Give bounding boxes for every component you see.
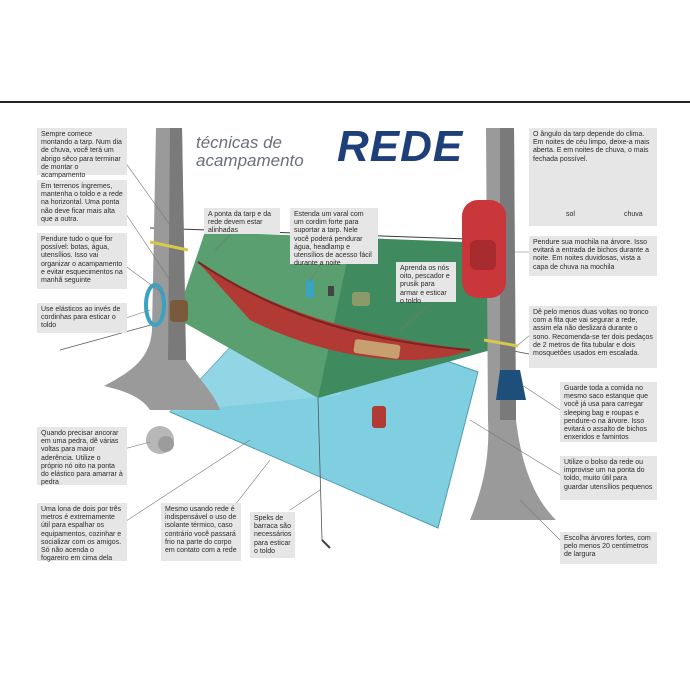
note-backpack: Pendure sua mochila na árvore. Isso evit… bbox=[529, 236, 657, 276]
leader-lines bbox=[119, 154, 561, 541]
dry-bag bbox=[496, 370, 526, 400]
headlamp-hanging bbox=[328, 286, 334, 296]
left-tree bbox=[104, 128, 220, 410]
note-tree-straps: Dê pelo menos duas voltas no tronco com … bbox=[529, 306, 657, 368]
guy-line-bottom bbox=[317, 397, 323, 541]
left-tree-shade bbox=[168, 128, 186, 360]
note-elastic-cords: Use elásticos ao invés de cordinhas para… bbox=[37, 303, 127, 333]
note-knots: Aprenda os nós oito, pescador e prusik p… bbox=[396, 262, 456, 305]
tent-stake bbox=[321, 539, 331, 549]
note-two-person-tarp-text: Uma lona de dois por três metros é extre… bbox=[41, 506, 122, 563]
note-stakes: Speks de barraca são necessários para es… bbox=[250, 512, 295, 558]
note-clothesline-text: Estenda um varal com um cordim forte par… bbox=[294, 211, 372, 268]
note-strong-trees-text: Escolha árvores fortes, com pelo menos 2… bbox=[564, 535, 651, 559]
water-bottle-hanging bbox=[306, 280, 314, 298]
note-food: Guarde toda a comida no mesmo saco estan… bbox=[560, 382, 657, 442]
title-line1: técnicas de bbox=[196, 133, 282, 152]
note-rock-anchor: Quando precisar ancorar em uma pedra, dê… bbox=[37, 427, 127, 487]
carabiner-blue bbox=[144, 283, 166, 327]
note-start-tarp-text: Sempre comece montando a tarp. Num dia d… bbox=[41, 131, 122, 180]
note-steep-terrain-text: Em terrenos íngremes, mantenha o toldo e… bbox=[41, 183, 123, 223]
top-rule bbox=[0, 101, 690, 103]
note-backpack-text: Pendure sua mochila na árvore. Isso evit… bbox=[533, 239, 649, 271]
note-elastic-cords-text: Use elásticos ao invés de cordinhas para… bbox=[41, 306, 121, 330]
anchor-rock-shade bbox=[158, 436, 174, 452]
title-line2: acampamento bbox=[196, 151, 304, 170]
note-pocket: Utilize o bolso da rede ou improvise um … bbox=[560, 456, 657, 500]
utensil-bag-hanging bbox=[352, 292, 370, 306]
boots bbox=[170, 300, 188, 322]
note-tarp-angle: O ângulo da tarp depende do clima. Em no… bbox=[529, 128, 657, 226]
note-clothesline: Estenda um varal com um cordim forte par… bbox=[290, 208, 378, 267]
note-knots-text: Aprenda os nós oito, pescador e prusik p… bbox=[400, 265, 450, 305]
title-main: REDE bbox=[337, 122, 464, 171]
note-stakes-text: Speks de barraca são necessários para es… bbox=[254, 515, 292, 555]
note-tree-straps-text: Dê pelo menos duas voltas no tronco com … bbox=[533, 309, 653, 358]
note-pocket-text: Utilize o bolso da rede ou improvise um … bbox=[564, 459, 653, 491]
note-start-tarp: Sempre comece montando a tarp. Num dia d… bbox=[37, 128, 127, 179]
note-tarp-ends-aligned: A ponta da tarp e da rede devem estar al… bbox=[204, 208, 280, 234]
note-strong-trees: Escolha árvores fortes, com pelo menos 2… bbox=[560, 532, 657, 564]
strap-left bbox=[149, 240, 189, 252]
food-bag-red bbox=[372, 406, 386, 428]
strap-right bbox=[483, 338, 519, 348]
note-hang-everything: Pendure tudo o que for possível: botas, … bbox=[37, 233, 127, 289]
note-insulation-text: Mesmo usando rede é indispensável o uso … bbox=[165, 506, 237, 555]
note-food-text: Guarde toda a comida no mesmo saco estan… bbox=[564, 385, 649, 442]
note-tarp-angle-text: O ângulo da tarp depende do clima. Em no… bbox=[533, 131, 650, 163]
note-insulation: Mesmo usando rede é indispensável o uso … bbox=[161, 503, 241, 561]
note-steep-terrain: Em terrenos íngremes, mantenha o toldo e… bbox=[37, 180, 127, 226]
tarp-sun-label: sol bbox=[566, 211, 575, 218]
tarp-rain-label: chuva bbox=[624, 211, 643, 218]
hammock-edge bbox=[197, 261, 471, 351]
note-two-person-tarp: Uma lona de dois por três metros é extre… bbox=[37, 503, 127, 563]
right-tree-shade bbox=[500, 128, 516, 420]
note-hang-everything-text: Pendure tudo o que for possível: botas, … bbox=[41, 236, 123, 285]
note-tarp-ends-aligned-text: A ponta da tarp e da rede devem estar al… bbox=[208, 211, 272, 235]
backpack-pocket bbox=[470, 240, 496, 270]
hammock bbox=[198, 262, 470, 360]
note-rock-anchor-text: Quando precisar ancorar em uma pedra, dê… bbox=[41, 430, 123, 487]
sleeping-pad bbox=[353, 339, 401, 359]
